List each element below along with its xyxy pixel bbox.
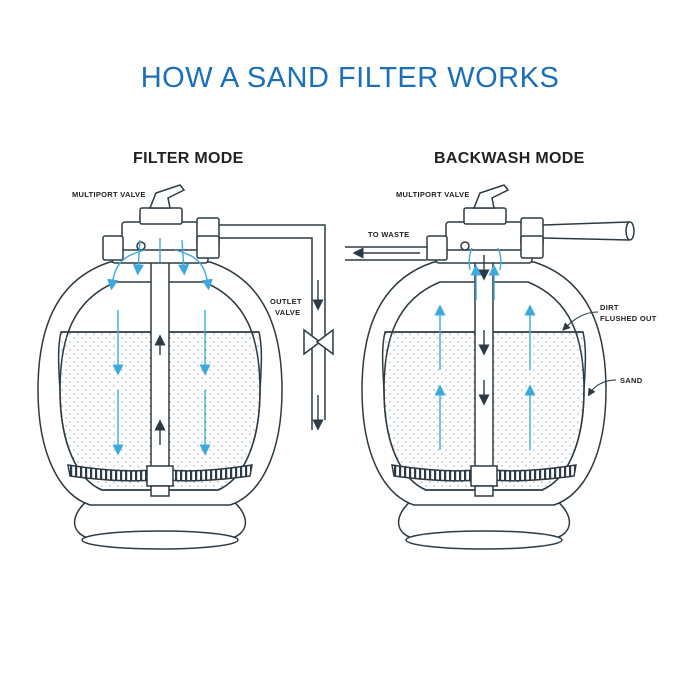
label-leader-lines	[562, 311, 617, 397]
outlet-pipe-outer	[219, 224, 326, 420]
outlet-valve-label-line2: VALVE	[275, 308, 301, 317]
filter-mode-tank	[37, 184, 334, 550]
lateral-hub	[470, 465, 498, 487]
filter-mode-flow-arrows	[107, 238, 213, 456]
return-pipe-top	[542, 221, 630, 226]
valve-top-cap	[139, 207, 183, 225]
waste-pipe	[345, 246, 427, 261]
pressure-gauge	[136, 241, 146, 251]
lateral-hub	[146, 465, 174, 487]
return-pipe-end	[625, 221, 635, 241]
valve-handle	[148, 184, 186, 209]
valve-handle	[472, 184, 510, 209]
backwash-mode-tank	[361, 184, 635, 550]
valve-left-port	[426, 235, 448, 261]
filter-mode-heading: FILTER MODE	[133, 150, 244, 167]
valve-left-port	[102, 235, 124, 261]
central-standpipe	[474, 261, 494, 473]
valve-right-lower-port	[196, 235, 220, 259]
filter-multiport-valve-label: MULTIPORT VALVE	[72, 190, 146, 199]
backwash-mode-heading: BACKWASH MODE	[434, 150, 585, 167]
dirt-label-line2: FLUSHED OUT	[600, 314, 657, 323]
valve-top-cap	[463, 207, 507, 225]
drain-port	[474, 485, 494, 497]
pressure-gauge	[460, 241, 470, 251]
valve-right-lower-port	[520, 235, 544, 259]
drain-port	[150, 485, 170, 497]
multiport-valve-body	[445, 221, 523, 251]
sand-label: SAND	[620, 376, 643, 385]
tank-base-foot	[81, 530, 239, 550]
outlet-valve-left	[303, 328, 322, 356]
dirt-label-line1: DIRT	[600, 303, 619, 312]
backwash-flow-arrows	[434, 247, 536, 450]
to-waste-label: TO WASTE	[368, 230, 410, 239]
outlet-valve-label-line1: OUTLET	[270, 297, 302, 306]
filter-mode-return-arrows	[154, 280, 324, 445]
outlet-pipe-inner	[219, 237, 313, 430]
page-title: HOW A SAND FILTER WORKS	[140, 62, 560, 94]
return-pipe-bottom	[542, 237, 630, 241]
outlet-valve-right	[315, 328, 334, 356]
tank-base-foot	[405, 530, 563, 550]
backwash-multiport-valve-label: MULTIPORT VALVE	[396, 190, 470, 199]
